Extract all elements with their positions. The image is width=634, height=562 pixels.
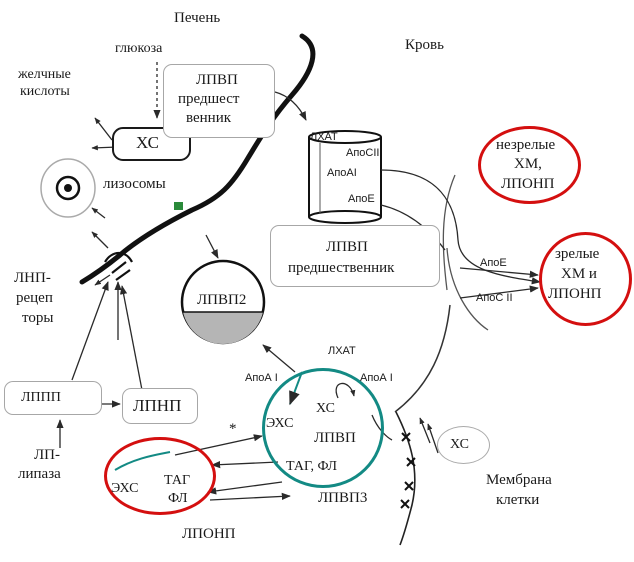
cell-membrane-curve <box>395 411 416 546</box>
lysosomes-label: лизосомы <box>103 176 166 192</box>
membrane-junction <box>174 202 183 210</box>
hdl-lhat-label: ЛХАТ <box>328 345 356 357</box>
hdl-apoA-right-label: АпоА I <box>360 372 393 384</box>
membrane-hs-ring <box>437 426 490 464</box>
membrane-cross-marks <box>400 432 416 509</box>
disc-apoA-label: АпоАI <box>327 167 357 179</box>
cholesterol-label: ХС <box>136 133 159 152</box>
mature-chylomicron-ring <box>539 232 632 326</box>
ldl-receptors-line1: ЛНП- <box>14 270 51 286</box>
hdl-tag-fl-label: ТАГ, ФЛ <box>286 459 337 474</box>
hdl-star-mark: * <box>229 421 237 437</box>
immature-line2: ХМ, <box>514 156 542 172</box>
glucose-label: глюкоза <box>115 41 163 56</box>
lysosome-icon <box>40 158 96 218</box>
liver-region-label: Печень <box>174 10 221 26</box>
lppp-label: ЛППП <box>21 390 61 405</box>
ldl-receptors-line3: торы <box>22 310 54 326</box>
lponp-ehs-label: ЭХС <box>111 481 139 496</box>
hdl-precursor-liver-line2: предшест <box>178 91 240 107</box>
membrane-label-line2: клетки <box>496 492 540 508</box>
hdl-ring <box>262 368 384 488</box>
lp-lipase-label-line1: ЛП- <box>34 447 61 463</box>
hdl2-label: ЛПВП2 <box>197 292 247 308</box>
ldl-receptors-line2: рецеп <box>16 290 53 306</box>
ldl-receptor-icon <box>104 251 133 281</box>
hdl-precursor-liver-line3: венник <box>186 110 232 126</box>
disc-apoC-label: АпоСII <box>346 147 380 159</box>
hdl-precursor-liver-box <box>163 64 275 138</box>
lponp-tag-label: ТАГ <box>164 473 191 488</box>
mature-line3: ЛПОНП <box>548 286 602 302</box>
lppp-box <box>4 381 102 415</box>
hdl-apoA-left-label: АпоА I <box>245 372 278 384</box>
blood-region-label: Кровь <box>405 37 444 53</box>
hdl-precursor-disc-shape <box>308 130 382 224</box>
hdl2-sphere <box>180 259 266 345</box>
immature-line1: незрелые <box>496 137 556 153</box>
membrane-hs-label: ХС <box>450 437 469 452</box>
hdl-label: ЛПВП <box>314 430 356 446</box>
bile-acids-label-line2: кислоты <box>20 84 70 99</box>
hdl3-label: ЛПВП3 <box>318 490 368 506</box>
disc-lhat-label: ЛХАТ <box>310 131 338 143</box>
hdl-precursor-blood-box <box>270 225 440 287</box>
lpnp-label: ЛПНП <box>133 396 182 415</box>
immature-chylomicron-ring <box>478 126 581 204</box>
hdl-precursor-liver-line1: ЛПВП <box>196 72 238 88</box>
hdl-ehs-label: ЭХС <box>266 416 294 431</box>
lponp-fl-label: ФЛ <box>168 491 188 506</box>
lpnp-box <box>122 388 198 424</box>
apoE-label: АпоЕ <box>480 257 507 269</box>
apoCII-label: АпоС II <box>476 292 513 304</box>
hdl-to-membrane-arc <box>394 304 451 413</box>
hdl-hs-label: ХС <box>316 401 335 416</box>
blood-pathway-arc <box>442 174 489 331</box>
liver-membrane <box>79 33 316 285</box>
disc-apoE-label: АпоЕ <box>348 193 375 205</box>
lponp-bottom-label: ЛПОНП <box>182 526 236 542</box>
bile-acids-label-line1: желчные <box>18 67 71 82</box>
mature-line1: зрелые <box>555 246 600 262</box>
lp-lipase-label-line2: липаза <box>18 466 61 482</box>
hdl-precursor-blood-line2: предшественник <box>288 260 395 276</box>
membrane-label-line1: Мембрана <box>486 472 552 488</box>
hdl-precursor-blood-line1: ЛПВП <box>326 239 368 255</box>
lponp-ring <box>104 437 216 515</box>
mature-line2: ХМ и <box>561 266 597 282</box>
immature-line3: ЛПОНП <box>501 176 555 192</box>
